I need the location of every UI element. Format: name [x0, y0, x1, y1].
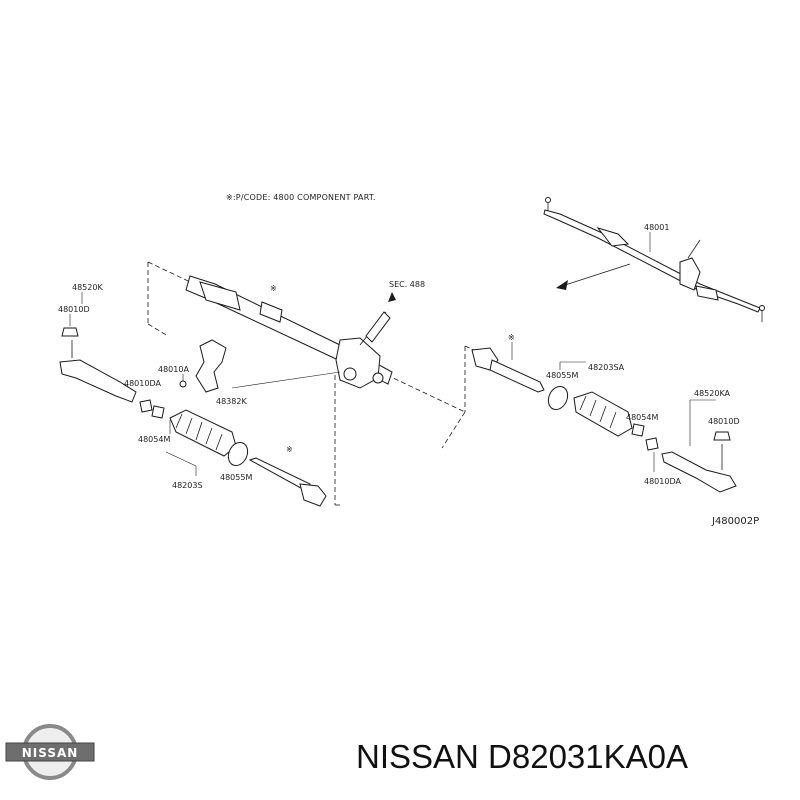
label-48054m-right: 48054M: [626, 413, 658, 422]
label-48010a: 48010A: [158, 365, 189, 374]
inset-rack-assembly: 48001: [543, 197, 765, 322]
right-lock-nut: 48010DA: [644, 437, 681, 486]
label-48054m-left: 48054M: [138, 435, 170, 444]
label-48010da-right: 48010DA: [644, 477, 681, 486]
label-48382k: 48382K: [216, 397, 247, 406]
right-dashed-boundary: [464, 345, 475, 412]
bracket-48382k: 48382K: [195, 339, 247, 406]
label-48001: 48001: [644, 223, 669, 232]
label-48520ka: 48520KA: [694, 389, 731, 398]
right-boot: 48203SA: [559, 361, 633, 437]
nissan-logo: NISSAN: [5, 724, 95, 780]
label-48055m-right: 48055M: [546, 371, 578, 380]
label-48203sa: 48203SA: [588, 363, 625, 372]
right-inner-tie-rod: ※: [471, 333, 545, 393]
star-mark-right: ※: [508, 333, 515, 342]
label-48010d-left: 48010D: [58, 305, 90, 314]
star-mark-center: ※: [270, 284, 277, 293]
left-lock-nut: 48010DA: [124, 379, 161, 413]
logo-wordmark: NISSAN: [22, 746, 79, 760]
label-48203s: 48203S: [172, 481, 203, 490]
label-48520k: 48520K: [72, 283, 103, 292]
label-48010d-right: 48010D: [708, 417, 740, 426]
center-dashed-boundary: [147, 261, 466, 506]
part-caption: NISSAN D82031KA0A: [356, 738, 689, 775]
right-band: 48055M: [546, 371, 578, 411]
reference-code: J480002P: [711, 516, 759, 527]
label-sec-488: SEC. 488: [389, 280, 425, 289]
left-band: 48055M: [220, 441, 252, 482]
label-48010da-left: 48010DA: [124, 379, 161, 388]
left-inner-tie-rod: ※: [248, 445, 327, 507]
right-tie-rod-end: 48520KA 48010D: [661, 389, 740, 493]
star-mark-left: ※: [286, 445, 293, 454]
right-clip: 48054M: [626, 413, 658, 437]
direction-arrow: [556, 263, 631, 290]
center-rack-housing: ※ SEC. 488: [185, 275, 425, 389]
left-clip: 48054M: [138, 405, 170, 444]
component-note: ※:P/CODE: 4800 COMPONENT PART.: [226, 193, 376, 202]
label-48055m-left: 48055M: [220, 473, 252, 482]
left-tie-rod-end: 48520K 48010D: [58, 283, 137, 403]
clamp-48010a: 48010A: [158, 365, 189, 388]
